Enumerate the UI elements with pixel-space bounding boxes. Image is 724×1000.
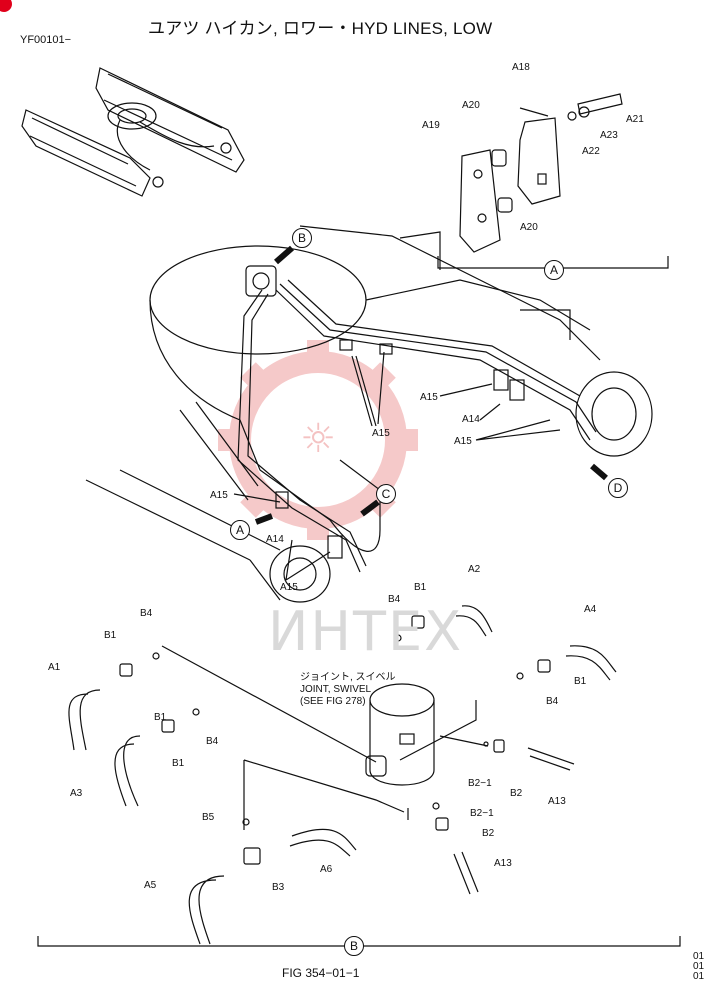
hose-a3 bbox=[114, 735, 141, 807]
part-label-a14-1: A14 bbox=[462, 414, 480, 425]
hose-a5 bbox=[188, 875, 225, 945]
part-label-a22: A22 bbox=[582, 146, 600, 157]
part-label-a3: A3 bbox=[70, 788, 83, 799]
part-label-b4-1: B4 bbox=[140, 608, 153, 619]
revision-code-1: 01 bbox=[693, 951, 705, 962]
view-b-callout-bottom: B bbox=[344, 936, 364, 956]
part-label-b1-3: B1 bbox=[172, 758, 185, 769]
hose-a2 bbox=[455, 605, 493, 637]
part-label-a15-3: A15 bbox=[372, 428, 390, 439]
part-label-a2: A2 bbox=[468, 564, 481, 575]
part-label-a19: A19 bbox=[422, 120, 440, 131]
part-label-b2-1-upper: B2−1 bbox=[468, 778, 492, 789]
part-label-a15-4: A15 bbox=[210, 490, 228, 501]
hose-a6 bbox=[289, 828, 357, 857]
svg-text:☼: ☼ bbox=[300, 416, 336, 462]
view-b-callout: B bbox=[292, 228, 312, 248]
part-label-a13-2: A13 bbox=[494, 858, 512, 869]
part-label-b1-5: B1 bbox=[574, 676, 587, 687]
page-title: ユアツ ハイカン, ロワー・HYD LINES, LOW bbox=[148, 19, 493, 38]
part-label-a6: A6 bbox=[320, 864, 333, 875]
part-label-b5: B5 bbox=[202, 812, 215, 823]
watermark-text: ИНТЕХ bbox=[268, 600, 464, 663]
corner-marker bbox=[0, 0, 12, 12]
part-label-b1-2: B1 bbox=[154, 712, 167, 723]
lower-frame-drawing bbox=[85, 225, 653, 603]
view-a-callout-frame: A bbox=[230, 520, 250, 540]
part-label-b3: B3 bbox=[272, 882, 285, 893]
part-label-a4: A4 bbox=[584, 604, 597, 615]
part-label-a15-2: A15 bbox=[454, 436, 472, 447]
view-d-callout: D bbox=[608, 478, 628, 498]
part-label-b1-1: B1 bbox=[104, 630, 117, 641]
part-label-b2-1-lower: B2−1 bbox=[470, 808, 494, 819]
hose-a4 bbox=[565, 645, 617, 681]
part-label-a5: A5 bbox=[144, 880, 157, 891]
excavator-overview-drawing bbox=[21, 67, 245, 197]
part-label-b1-4: B1 bbox=[414, 582, 427, 593]
revision-code-3: 01 bbox=[693, 971, 705, 982]
revision-codes: 01 01 01 bbox=[693, 952, 713, 982]
part-label-a20-lower: A20 bbox=[520, 222, 538, 233]
part-label-a23: A23 bbox=[600, 130, 618, 141]
part-label-a15-1: A15 bbox=[420, 392, 438, 403]
swivel-joint-note-en: JOINT, SWIVEL bbox=[300, 684, 372, 695]
document-code: YF00101− bbox=[20, 34, 72, 46]
swivel-joint-note-jp: ジョイント, スイベル bbox=[300, 672, 396, 683]
swivel-joint-note-ref: (SEE FIG 278) bbox=[300, 696, 366, 707]
view-a-callout: A bbox=[544, 260, 564, 280]
part-label-a18: A18 bbox=[512, 62, 530, 73]
part-label-a13-1: A13 bbox=[548, 796, 566, 807]
part-label-b4-4: B4 bbox=[546, 696, 559, 707]
revision-code-2: 01 bbox=[693, 961, 705, 972]
part-label-a15-5: A15 bbox=[280, 582, 298, 593]
figure-number: FIG 354−01−1 bbox=[282, 966, 360, 980]
part-label-a1: A1 bbox=[48, 662, 61, 673]
part-label-b4-3: B4 bbox=[388, 594, 401, 605]
part-label-a20: A20 bbox=[462, 100, 480, 111]
part-label-a21: A21 bbox=[626, 114, 644, 125]
hose-a1 bbox=[68, 689, 101, 751]
part-label-a14-2: A14 bbox=[266, 534, 284, 545]
part-label-b2-1: B2 bbox=[510, 788, 523, 799]
part-label-b4-2: B4 bbox=[206, 736, 219, 747]
view-c-callout: C bbox=[376, 484, 396, 504]
swivel-joint-note: ジョイント, スイベル JOINT, SWIVEL (SEE FIG 278) bbox=[300, 672, 396, 708]
exploded-parts-drawing bbox=[37, 605, 681, 947]
part-label-b2-2: B2 bbox=[482, 828, 495, 839]
